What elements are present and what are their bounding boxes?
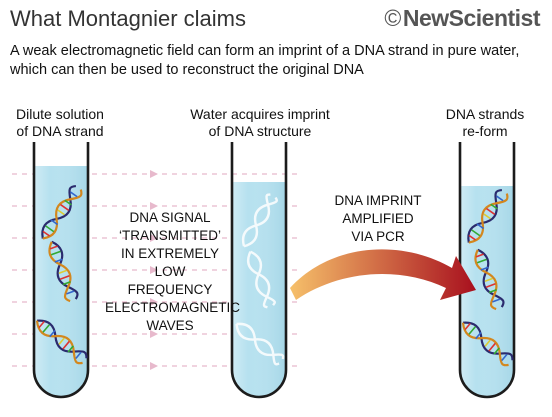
signal-caption-line: DNA SIGNAL [129,210,211,225]
pcr-curved-arrow [290,249,476,300]
tube-3-label: DNA strands re-form [425,106,545,140]
tube-2-label-line-1: Water acquires imprint [190,106,330,122]
dna-strand-icon [48,240,79,303]
tube-2-label: Water acquires imprint of DNA structure [170,106,350,140]
dna-imprint-icon [235,322,285,366]
dna-imprint-icon [247,250,276,309]
wave-arrowhead [150,266,158,274]
tube-3-label-line-1: DNA strands [445,106,525,122]
signal-caption-line: ELECTROMAGNETIC [105,300,241,315]
signal-caption-line: WAVES [146,318,194,333]
pcr-caption-line: AMPLIFIED [342,211,414,226]
tube-2-outline [230,142,288,399]
signal-caption-line: ‘TRANSMITTED’ [119,228,221,243]
tube-1-label-line-2: of DNA strand [16,123,104,139]
tube-2-label-line-2: of DNA structure [208,123,312,139]
tube-3-label-line-2: re-form [462,123,508,139]
brand-name: NewScientist [402,5,541,31]
dna-strand-icon [461,321,514,367]
wave-arrowhead [150,234,158,242]
signal-caption: DNA SIGNAL ‘TRANSMITTED’ IN EXTREMELY LO… [105,209,241,335]
wave-arrowhead [150,170,158,178]
wave-arrowhead [150,202,158,210]
tube-1-label: Dilute solution of DNA strand [0,106,120,140]
wave-arrowhead [150,362,158,370]
test-tube-2 [230,142,288,399]
signal-caption-line: FREQUENCY [127,282,213,297]
pcr-caption-line: DNA IMPRINT [334,193,422,208]
wave-arrowhead [150,330,158,338]
dna-strand-icon [474,248,505,311]
em-wave-arrowheads [150,170,158,370]
tube-3-outline [458,142,516,399]
dna-imprint-icon [241,193,278,248]
signal-caption-line: IN EXTREMELY LOW [120,246,220,279]
dna-strand-icon [467,188,509,244]
dna-strand-icon [35,319,88,365]
dna-strand-icon [41,184,83,240]
figure-subtitle: A weak electromagnetic field can form an… [10,43,520,78]
copyright-symbol: © [384,5,401,31]
tube-1-outline [32,142,90,399]
test-tube-3 [458,142,516,399]
test-tube-1 [32,142,90,399]
wave-arrowhead [150,298,158,306]
brand-logo: ©NewScientist [384,5,540,32]
tube-1-label-line-1: Dilute solution [16,106,104,122]
pcr-caption: DNA IMPRINT AMPLIFIED VIA PCR [318,192,438,246]
pcr-caption-line: VIA PCR [351,229,405,244]
figure-title: What Montagnier claims [10,6,246,31]
